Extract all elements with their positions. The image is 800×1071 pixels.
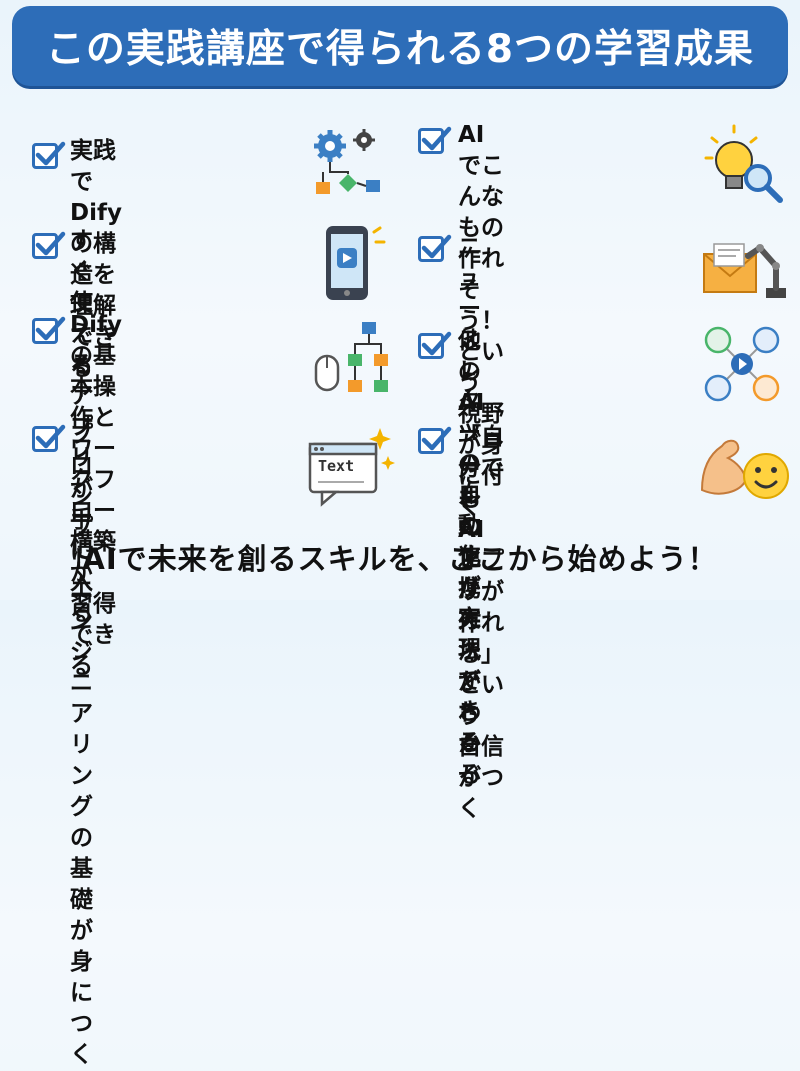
text-window-label: Text	[318, 457, 355, 475]
lightbulb-magnifier-icon	[704, 124, 783, 203]
outcome-text: AIでこんなもの 作れそう！という 視野が身に付く	[458, 122, 504, 520]
outcome-text: 「自分でもAIアプリが 作れる」という 自信がつく	[458, 424, 504, 822]
connected-tools-icon	[704, 326, 780, 402]
checkbox-checked-icon	[418, 426, 452, 454]
mouse-workflow-icon	[314, 322, 388, 392]
outcome-text: プロンプト エンジニアリングの 基礎が身につく	[70, 422, 93, 1068]
muscle-smiley-icon	[700, 439, 789, 499]
gears-flowchart-icon	[314, 129, 380, 194]
page-title: この実践講座で得られる8つの学習成果	[45, 27, 755, 72]
envelope-robot-arm-icon	[703, 243, 786, 298]
checkbox-checked-icon	[418, 126, 452, 154]
checkbox-checked-icon	[418, 331, 452, 359]
outcome-text: 実践でDifyの構造を 理解できる	[70, 138, 122, 381]
checkbox-checked-icon	[418, 234, 452, 262]
text-window-sparkle-icon: Text	[306, 420, 396, 510]
checkbox-checked-icon	[32, 231, 66, 259]
title-banner: この実践講座で得られる8つの学習成果	[12, 6, 788, 86]
footer-slogan: AIで未来を創るスキルを、ここから始めよう！	[82, 542, 718, 576]
checkbox-checked-icon	[32, 141, 66, 169]
checkbox-checked-icon	[32, 316, 66, 344]
smartphone-app-icon	[326, 226, 386, 300]
checkbox-checked-icon	[32, 424, 66, 452]
